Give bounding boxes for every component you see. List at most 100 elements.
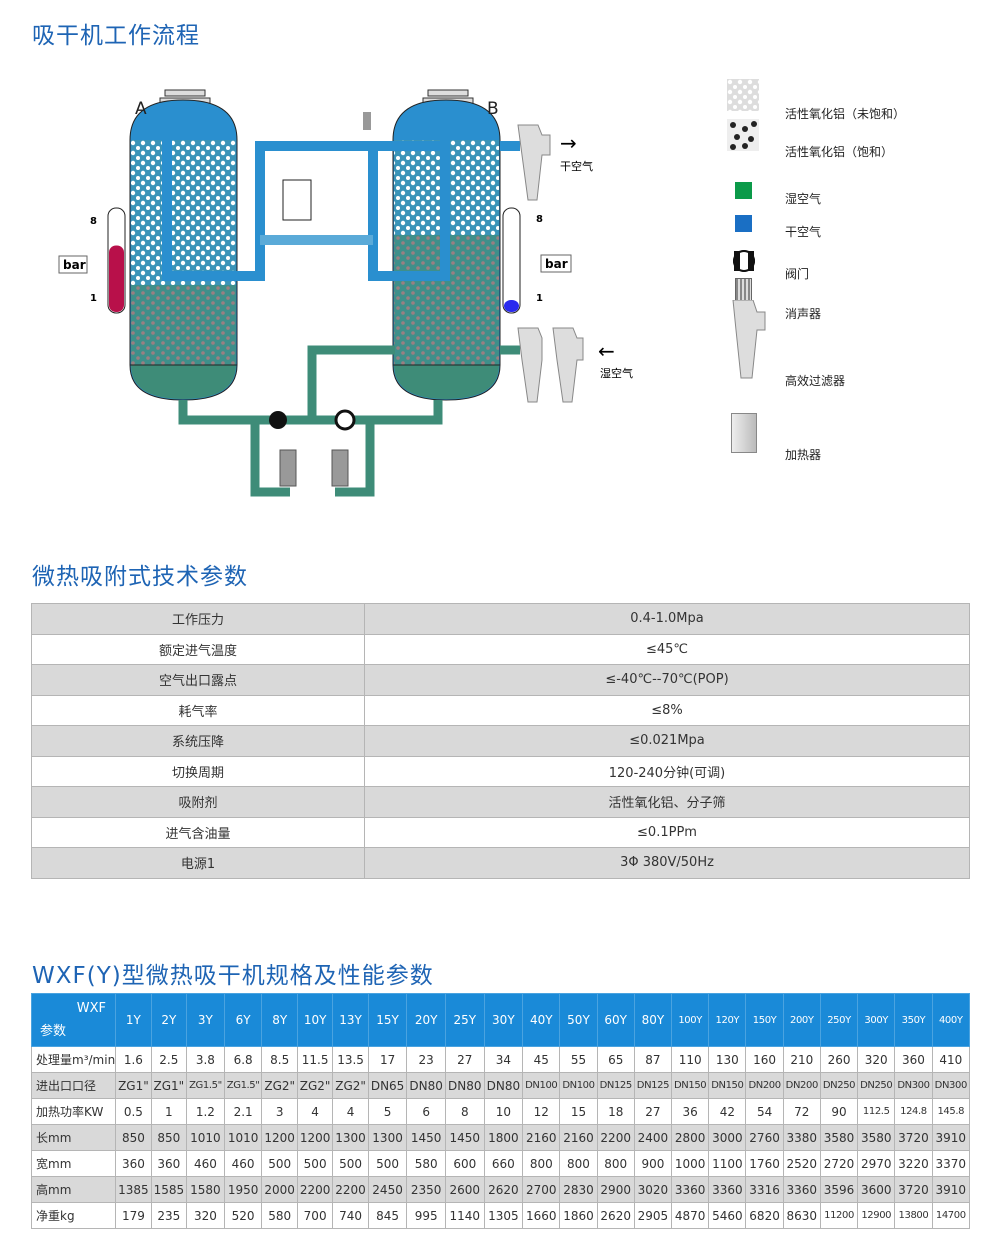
gauge-a: 8 1 bar (58, 207, 126, 314)
param-value: 1305 (483, 1202, 524, 1229)
param-value: 1300 (332, 1124, 369, 1151)
model-header: 350Y (894, 993, 933, 1047)
param-value: 1010 (186, 1124, 225, 1151)
param-value: 4870 (671, 1202, 710, 1229)
param-value: DN200 (745, 1072, 784, 1099)
spec-row: 额定进气温度≤45℃ (31, 633, 970, 665)
param-value: 112.5 (857, 1098, 896, 1125)
param-value: 1.2 (186, 1098, 225, 1125)
param-value: 580 (406, 1150, 446, 1177)
spec-value: 0.4-1.0Mpa (364, 603, 970, 635)
param-value: 1 (150, 1098, 188, 1125)
param-value: DN125 (596, 1072, 635, 1099)
spec-row: 吸附剂活性氧化铝、分子筛 (31, 786, 970, 818)
alumina-unsaturated-icon (727, 79, 759, 111)
spec-name: 进气含油量 (31, 816, 365, 848)
spec-value: ≤45℃ (364, 633, 970, 665)
legend-label: 活性氧化铝（饱和） (785, 145, 894, 159)
param-value: DN300 (894, 1072, 933, 1099)
param-value: 320 (857, 1046, 896, 1073)
spec-name: 吸附剂 (31, 786, 365, 818)
param-value: 2200 (596, 1124, 635, 1151)
param-value: 1000 (671, 1150, 710, 1177)
param-value: 800 (522, 1150, 561, 1177)
spec-value: ≤0.021Mpa (364, 725, 970, 757)
param-value: 845 (367, 1202, 408, 1229)
param-value: 3910 (931, 1124, 971, 1151)
param-value: 12900 (857, 1202, 896, 1229)
param-value: 320 (186, 1202, 225, 1229)
model-header: 25Y (444, 993, 485, 1047)
param-value: DN80 (444, 1072, 485, 1099)
perf-section-title: WXF(Y)型微热吸干机规格及性能参数 (32, 963, 434, 989)
vessel-a-label: A (135, 99, 147, 119)
model-header: 120Y (708, 993, 747, 1047)
param-name: 长mm (30, 1124, 117, 1151)
param-value: ZG1.5" (186, 1072, 225, 1099)
param-value: ZG1.5" (223, 1072, 263, 1099)
param-value: ZG2" (296, 1072, 334, 1099)
param-value: 260 (819, 1046, 859, 1073)
spec-value: 3Φ 380V/50Hz (364, 847, 970, 879)
param-value: 4 (296, 1098, 334, 1125)
param-value: 1580 (186, 1176, 225, 1203)
param-value: DN300 (931, 1072, 971, 1099)
spec-section-title: 微热吸附式技术参数 (32, 564, 248, 590)
param-value: 1585 (150, 1176, 188, 1203)
param-value: 2760 (745, 1124, 784, 1151)
param-value: 11200 (819, 1202, 859, 1229)
filter-icon (732, 300, 766, 379)
param-name: 处理量m³/min (30, 1046, 117, 1073)
param-value: 1450 (444, 1124, 485, 1151)
heater (282, 179, 312, 221)
spec-name: 切换周期 (31, 755, 365, 787)
param-value: 2400 (633, 1124, 673, 1151)
spec-value: 活性氧化铝、分子筛 (364, 786, 970, 818)
legend-label: 消声器 (785, 307, 822, 321)
gauge-a-unit: bar (63, 258, 86, 272)
param-value: 42 (708, 1098, 747, 1125)
param-value: 2830 (559, 1176, 598, 1203)
param-value: 2520 (782, 1150, 821, 1177)
param-value: 3020 (633, 1176, 673, 1203)
valve-icon (733, 250, 755, 272)
dry-air-out-label: 干空气 (560, 159, 593, 173)
param-value: 520 (223, 1202, 263, 1229)
param-value: 3370 (931, 1150, 971, 1177)
param-value: DN150 (671, 1072, 710, 1099)
param-value: 500 (261, 1150, 298, 1177)
param-value: 2720 (819, 1150, 859, 1177)
param-value: 1385 (115, 1176, 152, 1203)
param-name: 宽mm (30, 1150, 117, 1177)
model-header: 40Y (522, 993, 561, 1047)
param-value: 34 (483, 1046, 524, 1073)
param-value: 235 (150, 1202, 188, 1229)
param-value: 700 (296, 1202, 334, 1229)
param-value: DN100 (559, 1072, 598, 1099)
param-value: 2000 (261, 1176, 298, 1203)
param-value: 360 (894, 1046, 933, 1073)
param-value: 87 (633, 1046, 673, 1073)
spec-value: ≤8% (364, 694, 970, 726)
param-value: ZG2" (332, 1072, 369, 1099)
model-header: 80Y (633, 993, 673, 1047)
spec-name: 耗气率 (31, 694, 365, 726)
wet-air-swatch (735, 181, 752, 199)
param-value: 12 (522, 1098, 561, 1125)
param-value: 3.8 (186, 1046, 225, 1073)
param-value: 145.8 (931, 1098, 971, 1125)
param-value: 0.5 (115, 1098, 152, 1125)
model-header: 200Y (782, 993, 821, 1047)
param-value: 600 (444, 1150, 485, 1177)
spec-name: 电源1 (31, 847, 365, 879)
param-value: 4 (332, 1098, 369, 1125)
model-header: 8Y (261, 993, 298, 1047)
gauge-b: 8 1 bar (502, 207, 572, 314)
